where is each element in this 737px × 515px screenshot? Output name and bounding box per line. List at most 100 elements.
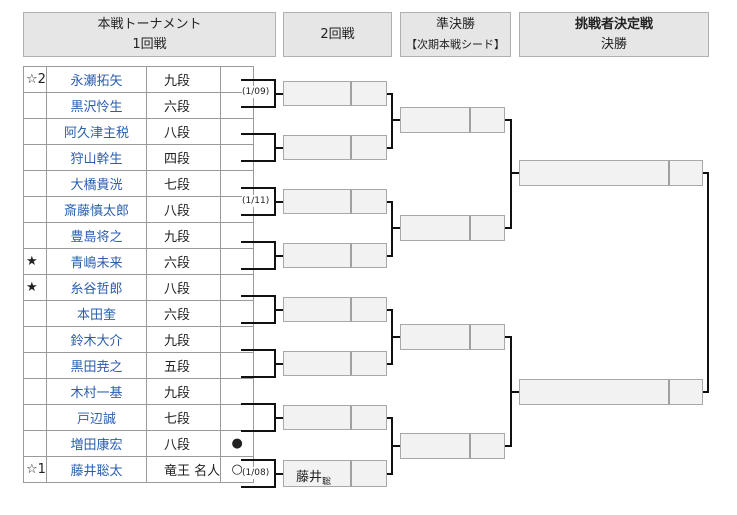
player-row: 阿久津主税八段 <box>23 118 255 145</box>
player-seed: ★ <box>23 274 47 301</box>
player-rank: 六段 <box>145 300 222 327</box>
player-seed: ★ <box>23 248 47 275</box>
player-rank: 九段 <box>145 378 222 405</box>
player-seed <box>23 196 47 223</box>
header-semi: 準決勝 【次期本戦シード】 <box>400 12 511 57</box>
player-row: 本田奎六段 <box>23 300 255 327</box>
player-name-link[interactable]: 大橋貴洸 <box>46 170 147 197</box>
round2-box-winner: 藤井聡 <box>283 460 387 488</box>
player-seed <box>23 300 47 327</box>
player-result-mark <box>220 378 255 405</box>
player-row: ★青嶋未来六段 <box>23 248 255 275</box>
player-seed <box>23 352 47 379</box>
player-row: 黒沢怜生六段 <box>23 92 255 119</box>
player-seed <box>23 222 47 249</box>
player-seed <box>23 170 47 197</box>
player-name-link[interactable]: 木村一基 <box>46 378 147 405</box>
match-date: (1/09) <box>242 86 270 98</box>
header-round1-title: 本戦トーナメント <box>97 16 202 32</box>
header-semi-sub: 【次期本戦シード】 <box>406 37 505 51</box>
player-seed <box>23 118 47 145</box>
player-name-link[interactable]: 戸辺誠 <box>46 404 147 431</box>
round2-box <box>283 243 387 268</box>
round2-box <box>283 351 387 376</box>
round2-box <box>283 297 387 322</box>
player-seed <box>23 378 47 405</box>
final-box <box>519 379 703 405</box>
player-seed <box>23 430 47 457</box>
player-result-mark <box>220 326 255 353</box>
header-round2: 2回戦 <box>283 12 392 57</box>
player-row: ★糸谷哲郎八段 <box>23 274 255 301</box>
player-rank: 八段 <box>145 118 222 145</box>
player-name-link[interactable]: 糸谷哲郎 <box>46 274 147 301</box>
semi-box <box>400 433 505 459</box>
player-rank: 八段 <box>145 274 222 301</box>
player-row: 黒田尭之五段 <box>23 352 255 379</box>
header-round1-sub: 1回戦 <box>132 36 167 52</box>
player-row: 狩山幹生四段 <box>23 144 255 171</box>
player-seed <box>23 404 47 431</box>
player-name-link[interactable]: 斎藤慎太郎 <box>46 196 147 223</box>
player-row: 斎藤慎太郎八段 <box>23 196 255 223</box>
player-name-link[interactable]: 鈴木大介 <box>46 326 147 353</box>
player-row: 増田康宏八段● <box>23 430 255 457</box>
player-rank: 六段 <box>145 92 222 119</box>
player-rank: 九段 <box>145 326 222 353</box>
player-name-link[interactable]: 本田奎 <box>46 300 147 327</box>
player-seed <box>23 144 47 171</box>
player-rank: 竜王 名人 <box>145 456 222 483</box>
player-seed: ☆1 <box>23 456 47 483</box>
player-name-link[interactable]: 黒田尭之 <box>46 352 147 379</box>
player-result-mark <box>220 404 255 431</box>
player-result-mark <box>220 352 255 379</box>
semi-box <box>400 324 505 350</box>
player-name-link[interactable]: 豊島将之 <box>46 222 147 249</box>
header-final-sub: 決勝 <box>600 36 627 52</box>
semi-box <box>400 215 505 241</box>
header-round1: 本戦トーナメント 1回戦 <box>23 12 276 57</box>
player-result-mark <box>220 248 255 275</box>
header-final: 挑戦者決定戦 決勝 <box>519 12 709 57</box>
player-name-link[interactable]: 藤井聡太 <box>46 456 147 483</box>
semi-box <box>400 107 505 133</box>
round2-box <box>283 135 387 160</box>
player-seed <box>23 326 47 353</box>
player-result-mark <box>220 222 255 249</box>
player-rank: 八段 <box>145 196 222 223</box>
player-seed: ☆2 <box>23 66 47 93</box>
player-rank: 七段 <box>145 404 222 431</box>
round2-box <box>283 189 387 214</box>
player-rank: 五段 <box>145 352 222 379</box>
player-result-mark <box>220 144 255 171</box>
header-semi-title: 準決勝 <box>435 16 475 32</box>
player-rank: 九段 <box>145 222 222 249</box>
player-row: 豊島将之九段 <box>23 222 255 249</box>
player-row: 木村一基九段 <box>23 378 255 405</box>
player-name-link[interactable]: 黒沢怜生 <box>46 92 147 119</box>
match-date: (1/11) <box>242 195 270 207</box>
player-rank: 七段 <box>145 170 222 197</box>
player-rank: 九段 <box>145 66 222 93</box>
player-name-link[interactable]: 増田康宏 <box>46 430 147 457</box>
player-name-link[interactable]: 永瀬拓矢 <box>46 66 147 93</box>
player-name-link[interactable]: 青嶋未来 <box>46 248 147 275</box>
player-seed <box>23 92 47 119</box>
round2-box <box>283 405 387 430</box>
player-result-mark <box>220 170 255 197</box>
player-rank: 六段 <box>145 248 222 275</box>
round2-box <box>283 81 387 106</box>
player-row: 鈴木大介九段 <box>23 326 255 353</box>
player-result-mark: ● <box>220 430 255 457</box>
header-round2-title: 2回戦 <box>320 26 355 42</box>
player-row: 戸辺誠七段 <box>23 404 255 431</box>
player-row: 大橋貴洸七段 <box>23 170 255 197</box>
player-rank: 八段 <box>145 430 222 457</box>
player-name-link[interactable]: 阿久津主税 <box>46 118 147 145</box>
player-name-link[interactable]: 狩山幹生 <box>46 144 147 171</box>
header-final-title: 挑戦者決定戦 <box>574 16 653 32</box>
match-date: (1/08) <box>242 467 270 479</box>
